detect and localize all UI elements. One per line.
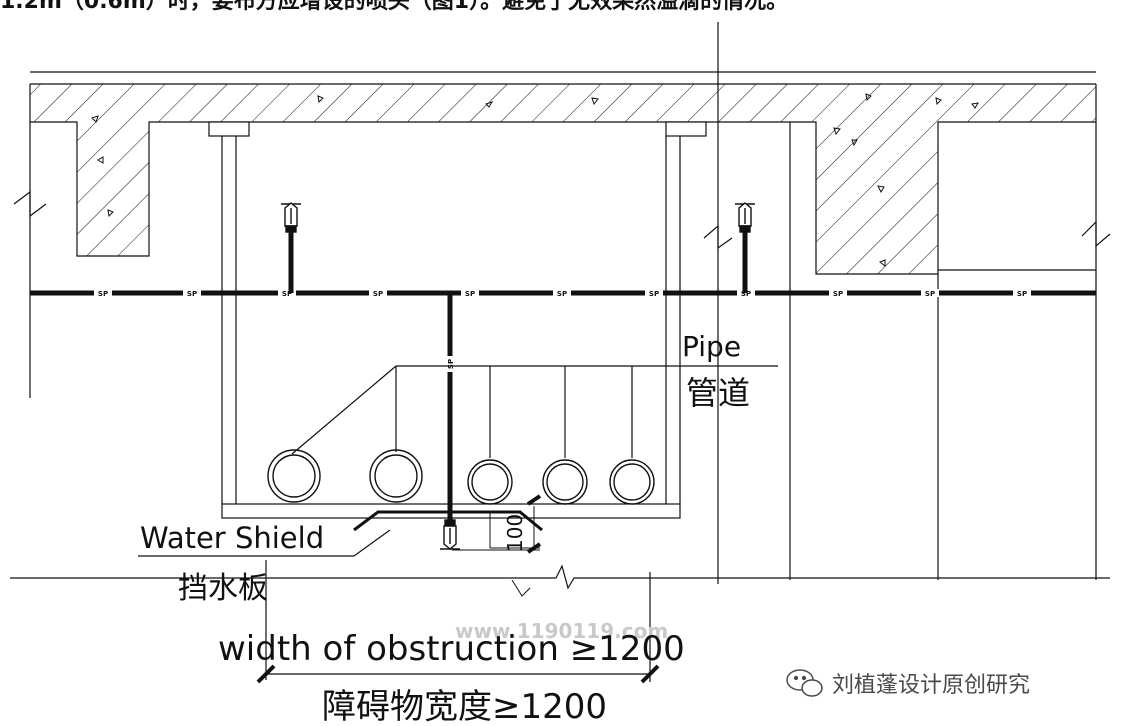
sp-tag: SP [741, 290, 751, 298]
sp-tag: SP [98, 290, 108, 298]
pipe-2 [369, 449, 423, 503]
sp-tag-bg [183, 289, 201, 297]
pipe-3 [467, 459, 513, 505]
sp-tag-bg [369, 289, 387, 297]
sprinkler-risers [288, 232, 748, 293]
sp-tag-bg [278, 289, 296, 297]
sprinkler-main-pipe: SP SP SP SP SP SP SP SP SP SP SP [30, 289, 1096, 298]
pipe-bundle [267, 365, 778, 505]
sp-tag-bg [553, 289, 571, 297]
sp-tag-bg [645, 289, 663, 297]
svg-text:SP: SP [447, 359, 455, 369]
shield-leader [138, 529, 391, 557]
sp-tag: SP [649, 290, 659, 298]
sp-tag: SP [1017, 290, 1027, 298]
sp-tag: SP [187, 290, 197, 298]
sprinkler-head-upright-right [735, 202, 755, 233]
obstruction-dimension [256, 572, 660, 684]
sp-tag-bg [829, 289, 847, 297]
label-pipe: Pipe [682, 330, 741, 363]
sp-tag: SP [373, 290, 383, 298]
sprinkler-head-upright-left [281, 202, 301, 233]
sprinkler-drop: SP [444, 293, 456, 520]
sprinkler-head-pendent [440, 519, 460, 550]
sp-tag-bg [461, 289, 479, 297]
sp-tag-bg [921, 289, 939, 297]
water-shield: 100 [353, 494, 543, 597]
svg-text:100: 100 [503, 514, 527, 552]
label-width-obstruction-cn: 障碍物宽度≥1200 [322, 687, 607, 726]
sp-tag: SP [282, 290, 292, 298]
sp-tag: SP [465, 290, 475, 298]
pipe-5 [609, 459, 655, 505]
pipe-1 [267, 449, 321, 503]
brand-account-name: 刘植蓬设计原创研究 [832, 673, 1030, 698]
watermark-site: www.1190119.com [455, 619, 668, 643]
break-symbols [13, 190, 1111, 590]
pipe-support-frame [208, 121, 707, 519]
right-walls [717, 22, 1097, 584]
sp-tag-bg [94, 289, 112, 297]
label-water-shield: Water Shield [140, 521, 324, 555]
sp-tag: SP [557, 290, 567, 298]
label-pipe-cn: 管道 [686, 374, 750, 412]
wechat-icon [786, 669, 823, 697]
pipe-4 [542, 459, 588, 505]
sp-tag: SP [833, 290, 843, 298]
heading-text: 1.2m（0.6m）时，要布方应增设的喷头（图1）。避免了无效果然溢滴的情况。 [0, 0, 788, 14]
label-width-obstruction: width of obstruction ≥1200 [218, 629, 685, 669]
sp-tag: SP [925, 290, 935, 298]
label-water-shield-cn: 挡水板 [178, 571, 268, 606]
sp-tag-bg [1013, 289, 1031, 297]
concrete-slab [29, 71, 1097, 398]
